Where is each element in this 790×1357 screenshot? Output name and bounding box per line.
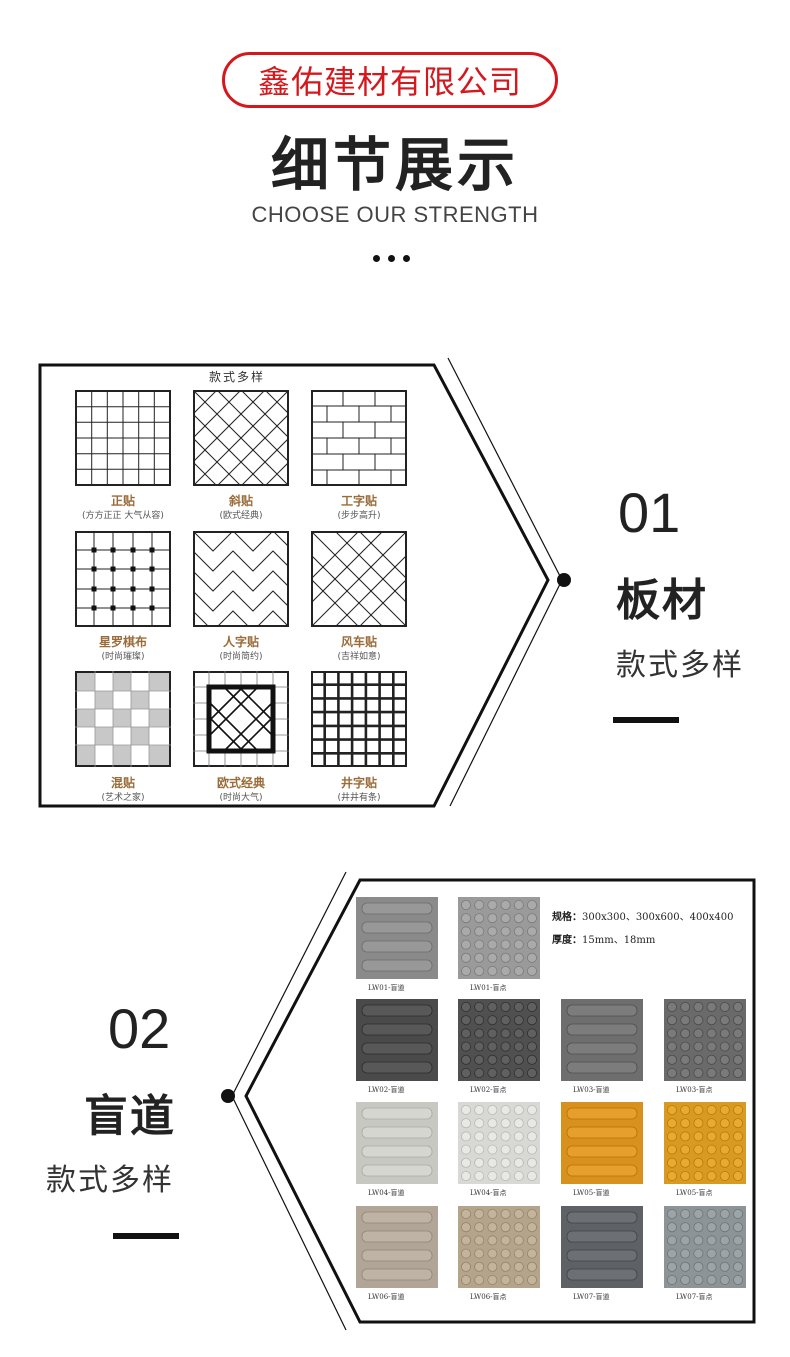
pattern-desc: (欧式经典): [219, 511, 263, 521]
pattern-herringbone-icon: [193, 531, 289, 627]
tile-code-label: LW07-盲道: [573, 1293, 610, 1301]
pattern-running-bond-icon: [311, 390, 407, 486]
tile-code-label: LW05-盲道: [573, 1189, 610, 1197]
tile-code-label: LW03-盲点: [676, 1086, 713, 1094]
pattern-name: 星罗棋布: [98, 635, 147, 649]
tile-code-label: LW02-盲道: [368, 1086, 405, 1094]
page-title: 细节展示: [270, 131, 519, 199]
section-title: 盲道: [84, 1091, 176, 1142]
tile-code-label: LW01-盲道: [368, 984, 405, 992]
spec-thickness: 厚度：15mm、18mm: [552, 931, 655, 946]
pattern-name: 人字贴: [222, 635, 259, 649]
tile-code-label: LW03-盲道: [573, 1086, 610, 1094]
tile-code-label: LW02-盲点: [470, 1086, 507, 1094]
tactile-bar-tile: [561, 1206, 643, 1288]
spec-thickness-value: 15mm、18mm: [582, 935, 656, 946]
tile-code-label: LW06-盲点: [470, 1293, 507, 1301]
company-name-badge: 鑫佑建材有限公司: [222, 52, 558, 108]
tile-code-label: LW04-盲点: [470, 1189, 507, 1197]
section-number: 02: [108, 997, 171, 1060]
page-subtitle: CHOOSE OUR STRENGTH: [251, 202, 539, 227]
tactile-dot-tile: [664, 999, 746, 1081]
pattern-desc: (时尚简约): [219, 652, 263, 662]
tactile-bar-tile: [561, 999, 643, 1081]
spec-size: 规格：300x300、300x600、400x400: [552, 908, 733, 923]
pattern-name: 风车贴: [340, 635, 377, 649]
tactile-dot-tile: [458, 1206, 540, 1288]
pattern-desc: (艺术之家): [101, 793, 145, 803]
section-subtitle: 款式多样: [46, 1163, 174, 1198]
tile-code-label: LW07-盲点: [676, 1293, 713, 1301]
pattern-name: 斜贴: [228, 494, 253, 508]
pattern-star-dots-icon: [75, 531, 171, 627]
section-title: 板材: [616, 575, 708, 626]
tactile-dot-tile: [458, 897, 540, 979]
pattern-desc: (时尚璀璨): [101, 652, 145, 662]
tactile-bar-tile: [356, 1206, 438, 1288]
tactile-bar-tile: [356, 1102, 438, 1184]
pattern-desc: (时尚大气): [219, 793, 263, 803]
pattern-name: 工字贴: [340, 494, 377, 508]
tile-code-label: LW05-盲点: [676, 1189, 713, 1197]
tactile-bar-tile: [356, 999, 438, 1081]
tile-code-label: LW06-盲道: [368, 1293, 405, 1301]
pattern-name: 井字贴: [340, 776, 377, 790]
pattern-name: 混贴: [110, 776, 135, 790]
pattern-pinwheel-icon: [311, 531, 407, 627]
tile-code-label: LW01-盲点: [470, 984, 507, 992]
pattern-mixed-icon: [75, 671, 171, 767]
tactile-bar-tile: [356, 897, 438, 979]
pattern-diagonal-icon: [193, 390, 289, 486]
tactile-dot-tile: [458, 999, 540, 1081]
pattern-european-icon: [193, 671, 289, 767]
pattern-desc: (井井有条): [337, 793, 381, 803]
section-divider: [613, 717, 679, 723]
spec-size-value: 300x300、300x600、400x400: [582, 912, 734, 923]
section-divider: [113, 1233, 179, 1239]
tactile-bar-tile: [561, 1102, 643, 1184]
tactile-dot-tile: [664, 1102, 746, 1184]
pattern-name: 欧式经典: [216, 776, 265, 790]
ellipsis-dots-icon: [373, 255, 417, 265]
pattern-desc: (步步高升): [337, 511, 381, 521]
tactile-dot-tile: [458, 1102, 540, 1184]
pattern-desc: (吉祥如意): [337, 652, 381, 662]
pattern-grid-icon: [311, 671, 407, 767]
tile-code-label: LW04-盲道: [368, 1189, 405, 1197]
spec-size-label: 规格：: [552, 912, 582, 923]
section-number: 01: [618, 481, 681, 544]
pattern-straight-icon: [75, 390, 171, 486]
pattern-desc: (方方正正 大气从容): [82, 511, 164, 521]
card-title: 款式多样: [208, 370, 265, 384]
pattern-name: 正贴: [110, 494, 135, 508]
tactile-dot-tile: [664, 1206, 746, 1288]
section-subtitle: 款式多样: [616, 648, 744, 683]
spec-thickness-label: 厚度：: [552, 935, 582, 946]
